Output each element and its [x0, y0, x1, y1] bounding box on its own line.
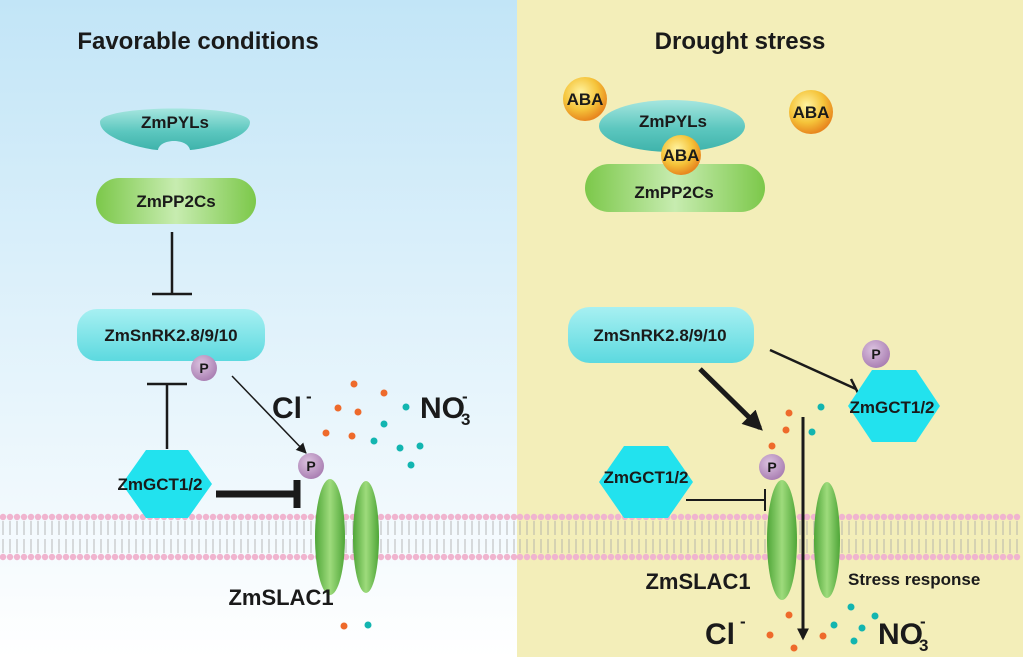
aba-molecule-bound: ABA	[661, 135, 701, 175]
right-gct-bottom-label: ZmGCT1/2	[603, 468, 688, 487]
right-gct-top-label: ZmGCT1/2	[849, 398, 934, 417]
right-pyl-label: ZmPYLs	[639, 112, 707, 131]
right-gct-phospho-badge: P	[862, 340, 890, 368]
svg-text:ABA: ABA	[663, 146, 700, 165]
svg-text:Cl: Cl	[705, 618, 735, 651]
right-pyl-receptor: ZmPYLs	[599, 100, 745, 152]
left-nitrate-label: NO - 3	[420, 387, 470, 429]
left-gct-phosphatase: ZmGCT1/2	[117, 450, 212, 518]
left-snrk-kinase: ZmSnRK2.8/9/10	[77, 309, 265, 361]
left-pp2c-phosphatase: ZmPP2Cs	[96, 178, 256, 224]
svg-text:P: P	[199, 360, 208, 376]
svg-text:P: P	[767, 459, 776, 475]
right-nitrate-label: NO - 3	[878, 612, 928, 655]
right-slac-anion-channel	[767, 480, 840, 600]
left-ion-dots	[322, 380, 424, 630]
left-pp2c-label: ZmPP2Cs	[136, 192, 215, 211]
left-snrk-phospho-badge: P	[191, 355, 217, 381]
left-pyl-label: ZmPYLs	[141, 113, 209, 132]
left-slac-phospho-badge: P	[298, 453, 324, 479]
left-snrk-phosphorylates-slac-arrow	[231, 375, 307, 454]
svg-text:NO: NO	[420, 392, 465, 425]
svg-text:P: P	[871, 346, 880, 362]
right-ion-dots	[766, 403, 879, 652]
right-panel-title: Drought stress	[655, 28, 826, 55]
left-gct-label: ZmGCT1/2	[117, 475, 202, 494]
left-gct-inhibits-slac	[216, 480, 301, 508]
right-snrk-kinase: ZmSnRK2.8/9/10	[568, 307, 754, 363]
right-gct-phosphatase-inactivated: ZmGCT1/2	[848, 370, 940, 442]
right-slac-phospho-badge: P	[759, 454, 785, 480]
right-slac-label: ZmSLAC1	[645, 569, 750, 594]
right-chloride-label: Cl -	[705, 612, 746, 651]
aba-molecule-free-left: ABA	[563, 77, 607, 121]
svg-text:-: -	[740, 612, 746, 631]
stress-response-label: Stress response	[848, 570, 980, 589]
svg-text:-: -	[920, 612, 926, 631]
left-gct-inhibits-snrk	[147, 382, 187, 449]
svg-text:-: -	[306, 387, 312, 406]
svg-text:-: -	[462, 387, 468, 406]
svg-text:ABA: ABA	[793, 103, 830, 122]
svg-text:3: 3	[461, 410, 470, 429]
right-snrk-activates-slac-arrow	[698, 367, 763, 431]
right-plasma-membrane	[516, 513, 1021, 561]
left-slac-label: ZmSLAC1	[228, 585, 333, 610]
svg-text:Cl: Cl	[272, 392, 302, 425]
right-pp2c-label: ZmPP2Cs	[634, 183, 713, 202]
right-gct-phosphatase-low: ZmGCT1/2	[599, 446, 693, 518]
left-pyl-receptor: ZmPYLs	[100, 108, 250, 150]
aba-molecule-free-right: ABA	[789, 90, 833, 134]
left-slac-anion-channel	[315, 479, 379, 595]
left-chloride-label: Cl -	[272, 387, 312, 425]
svg-text:ABA: ABA	[567, 90, 604, 109]
svg-text:3: 3	[919, 636, 928, 655]
left-snrk-label: ZmSnRK2.8/9/10	[104, 326, 237, 345]
right-snrk-label: ZmSnRK2.8/9/10	[593, 326, 726, 345]
left-pp2c-inhibits-snrk	[152, 232, 192, 296]
svg-text:P: P	[306, 458, 315, 474]
right-pp2c-phosphatase: ZmPP2Cs	[585, 164, 765, 212]
right-gct-weak-inhibition	[686, 489, 766, 511]
svg-text:NO: NO	[878, 618, 923, 651]
left-panel-title: Favorable conditions	[77, 28, 318, 55]
